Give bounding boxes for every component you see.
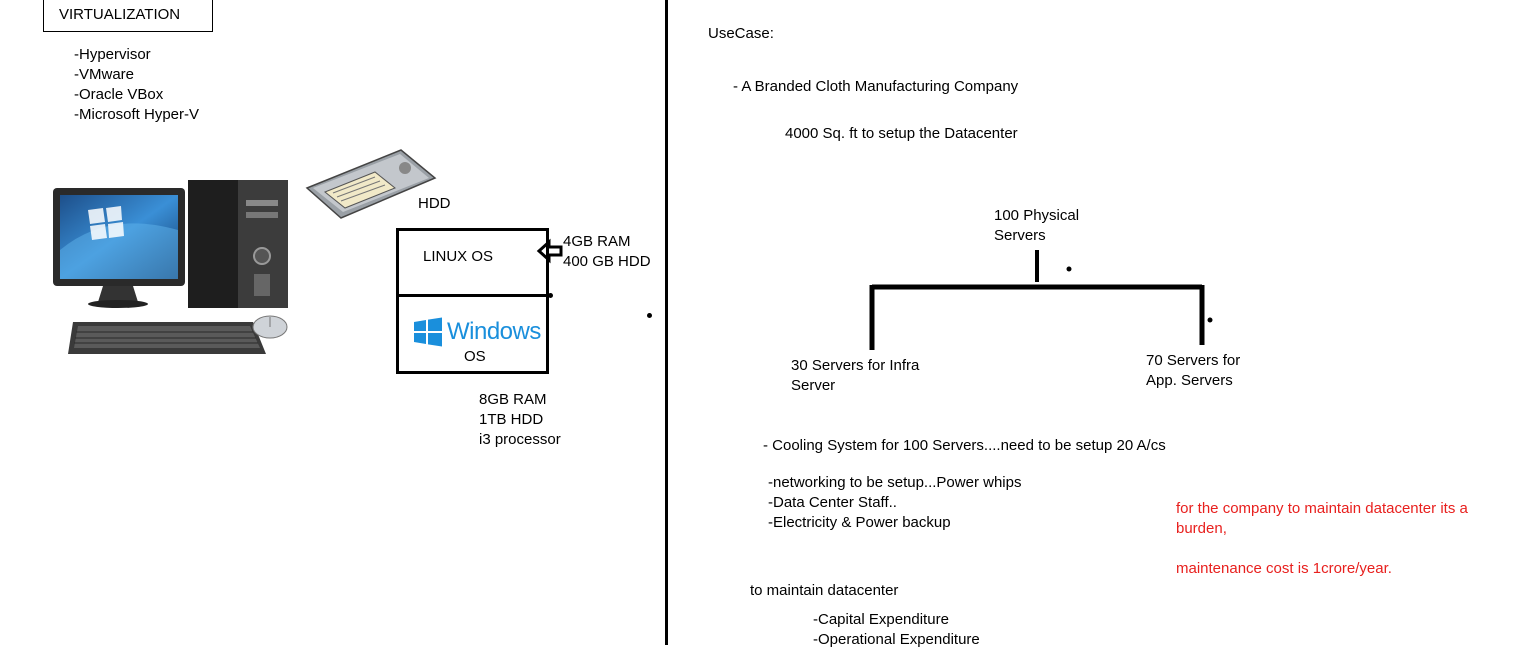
list-item: -Hypervisor — [74, 46, 151, 63]
list-item: -Microsoft Hyper-V — [74, 106, 200, 123]
spec-line: i3 processor — [479, 431, 561, 448]
dot — [647, 313, 652, 318]
tree-child-line: App. Servers — [1146, 372, 1233, 389]
title-text: VIRTUALIZATION — [59, 6, 181, 23]
tree-left-child: 30 Servers for Infra Server — [791, 356, 919, 396]
spec-line: 400 GB HDD — [563, 253, 651, 270]
tree-child-line: 30 Servers for Infra — [791, 357, 920, 374]
needs-list: -networking to be setup...Power whips -D… — [768, 473, 1021, 533]
dot — [548, 293, 553, 298]
tree-root: 100 Physical Servers — [994, 206, 1079, 246]
os-box — [396, 228, 549, 374]
list-item: -Data Center Staff.. — [768, 494, 897, 511]
tree-root-line: 100 Physical — [994, 207, 1080, 224]
windows-logo-icon — [414, 317, 442, 347]
list-item: -Electricity & Power backup — [768, 514, 951, 531]
hdd-icon — [305, 149, 437, 219]
vertical-divider — [665, 0, 668, 645]
tree-right-child: 70 Servers for App. Servers — [1146, 351, 1240, 391]
cost-note: maintenance cost is 1crore/year. — [1176, 560, 1392, 577]
host-specs: 8GB RAM 1TB HDD i3 processor — [479, 390, 561, 450]
note-line: for the company to maintain datacenter i… — [1176, 500, 1468, 517]
os-divider — [396, 294, 549, 297]
usecase-title: UseCase: — [708, 25, 774, 42]
computer-icon — [53, 180, 288, 354]
windows-os-label: OS — [464, 348, 486, 365]
spec-line: 1TB HDD — [479, 411, 544, 428]
tree-child-line: 70 Servers for — [1146, 352, 1241, 369]
cooling-line: - Cooling System for 100 Servers....need… — [763, 437, 1166, 454]
linux-specs: 4GB RAM 400 GB HDD — [563, 232, 651, 272]
hdd-label: HDD — [418, 195, 451, 212]
expenditure-list: -Capital Expenditure -Operational Expend… — [813, 610, 980, 650]
arrow-left-icon — [536, 238, 563, 264]
burden-note: for the company to maintain datacenter i… — [1176, 499, 1468, 539]
hypervisor-list: -Hypervisor -VMware -Oracle VBox -Micros… — [74, 45, 199, 125]
spec-line: 8GB RAM — [479, 391, 547, 408]
list-item: -Capital Expenditure — [813, 611, 949, 628]
title-box: VIRTUALIZATION — [43, 0, 213, 32]
area-line: 4000 Sq. ft to setup the Datacenter — [785, 125, 1018, 142]
maintain-title: to maintain datacenter — [750, 582, 899, 599]
list-item: -networking to be setup...Power whips — [768, 474, 1022, 491]
list-item: -Operational Expenditure — [813, 631, 980, 648]
windows-logo-text: Windows — [447, 318, 541, 345]
linux-os-label: LINUX OS — [423, 248, 494, 265]
tree-root-line: Servers — [994, 227, 1046, 244]
spec-line: 4GB RAM — [563, 233, 631, 250]
company-line: - A Branded Cloth Manufacturing Company — [733, 78, 1019, 95]
tree-connector — [869, 250, 1213, 350]
list-item: -VMware — [74, 66, 135, 83]
tree-child-line: Server — [791, 377, 836, 394]
list-item: -Oracle VBox — [74, 86, 164, 103]
note-line: burden, — [1176, 520, 1227, 537]
